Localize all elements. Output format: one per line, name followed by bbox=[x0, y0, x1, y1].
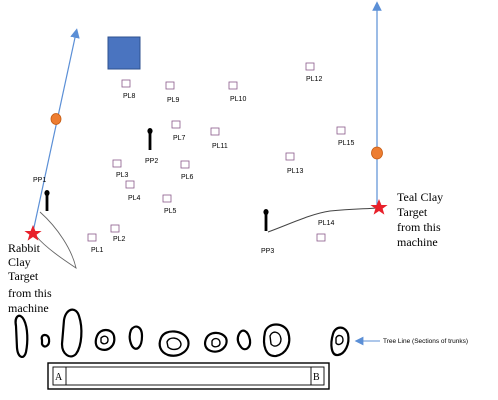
peg-label-pl11: PL11 bbox=[212, 143, 228, 150]
peg-label-pl7: PL7 bbox=[173, 135, 186, 142]
peg-label-pl3: PL3 bbox=[116, 172, 129, 179]
stand-end-a-label: A bbox=[55, 372, 63, 383]
tree-line bbox=[14, 308, 350, 358]
rabbit-clay-marker bbox=[50, 113, 62, 125]
teal-caption-line-2: Target bbox=[397, 205, 428, 219]
teal-caption-line-1: Teal Clay bbox=[397, 190, 443, 204]
tree-trunk-2 bbox=[40, 333, 51, 348]
teal-ground-curve bbox=[267, 207, 379, 233]
peg-label-pl14: PL14 bbox=[318, 220, 334, 227]
teal-caption-line-3: from this bbox=[397, 220, 441, 234]
shooting-position-pp2: PP2 bbox=[145, 128, 158, 165]
peg-label-pl6: PL6 bbox=[181, 174, 194, 181]
teal-machine-caption: Teal Clay Target from this machine bbox=[397, 190, 443, 249]
shooting-stand-inner bbox=[52, 366, 325, 386]
rabbit-trajectory-line bbox=[32, 28, 80, 233]
peg-label-pl12: PL12 bbox=[306, 76, 322, 83]
stand-end-b-label: B bbox=[313, 372, 320, 383]
tree-trunk-11 bbox=[236, 329, 252, 351]
peg-pl7: PL7 bbox=[171, 120, 186, 142]
peg-pl13: PL13 bbox=[285, 152, 303, 175]
peg-pl11: PL11 bbox=[210, 127, 228, 150]
pp-label-pp2: PP2 bbox=[145, 158, 158, 165]
peg-pl15: PL15 bbox=[336, 126, 354, 147]
rabbit-caption-line-5: machine bbox=[8, 301, 49, 315]
rabbit-machine-caption: Rabbit Clay Target from this machine bbox=[8, 241, 52, 315]
tree-trunk-14 bbox=[330, 326, 350, 357]
peg-pl6: PL6 bbox=[180, 160, 194, 181]
peg-label-pl5: PL5 bbox=[164, 208, 177, 215]
peg-label-pl8: PL8 bbox=[123, 93, 136, 100]
pp-label-pp3: PP3 bbox=[261, 248, 274, 255]
peg-pl5: PL5 bbox=[162, 194, 177, 215]
tree-trunk-6 bbox=[128, 325, 144, 350]
peg-pl2: PL2 bbox=[110, 224, 126, 243]
shooting-position-pp1: PP1 bbox=[33, 177, 50, 211]
tree-trunk-4 bbox=[94, 328, 116, 351]
rabbit-caption-line-4: from this bbox=[8, 286, 52, 300]
tree-trunk-7 bbox=[158, 330, 190, 357]
tree-trunk-1 bbox=[14, 314, 29, 358]
tree-trunk-15 bbox=[335, 334, 344, 346]
peg-pl4: PL4 bbox=[125, 180, 141, 202]
rabbit-caption-line-3: Target bbox=[8, 269, 39, 283]
peg-pl10: PL10 bbox=[228, 81, 246, 103]
tree-trunk-8 bbox=[166, 337, 182, 351]
tree-trunk-3 bbox=[60, 308, 83, 358]
tree-trunk-10 bbox=[211, 337, 221, 348]
peg-label-pl4: PL4 bbox=[128, 195, 141, 202]
rabbit-caption-line-2: Clay bbox=[8, 255, 31, 269]
peg-label-pl9: PL9 bbox=[167, 97, 180, 104]
tree-line-label: Tree Line (Sections of trunks) bbox=[383, 338, 468, 345]
teal-machine-star bbox=[370, 199, 388, 215]
blue-square-marker bbox=[107, 36, 141, 70]
shooting-position-pp3: PP3 bbox=[261, 209, 274, 255]
rabbit-caption-line-1: Rabbit bbox=[8, 241, 41, 255]
peg-label-pl2: PL2 bbox=[113, 236, 126, 243]
peg-pl14: PL14 bbox=[316, 220, 334, 242]
peg-pl1: PL1 bbox=[87, 233, 104, 254]
tree-trunk-13 bbox=[269, 331, 282, 347]
peg-label-pl1: PL1 bbox=[91, 247, 104, 254]
peg-label-pl15: PL15 bbox=[338, 140, 354, 147]
teal-caption-line-4: machine bbox=[397, 235, 438, 249]
peg-label-pl10: PL10 bbox=[230, 96, 246, 103]
tree-trunk-5 bbox=[100, 335, 109, 345]
rabbit-machine-star bbox=[24, 225, 42, 241]
peg-pl8: PL8 bbox=[121, 79, 136, 100]
pp-label-pp1: PP1 bbox=[33, 177, 46, 184]
tree-trunk-12 bbox=[262, 323, 291, 358]
peg-pl12: PL12 bbox=[305, 62, 322, 83]
peg-pl9: PL9 bbox=[165, 81, 180, 104]
teal-clay-marker bbox=[371, 146, 383, 160]
rabbit-ground-curve bbox=[35, 211, 77, 269]
peg-label-pl13: PL13 bbox=[287, 168, 303, 175]
tree-trunk-9 bbox=[203, 331, 228, 353]
peg-pl3: PL3 bbox=[112, 159, 129, 179]
